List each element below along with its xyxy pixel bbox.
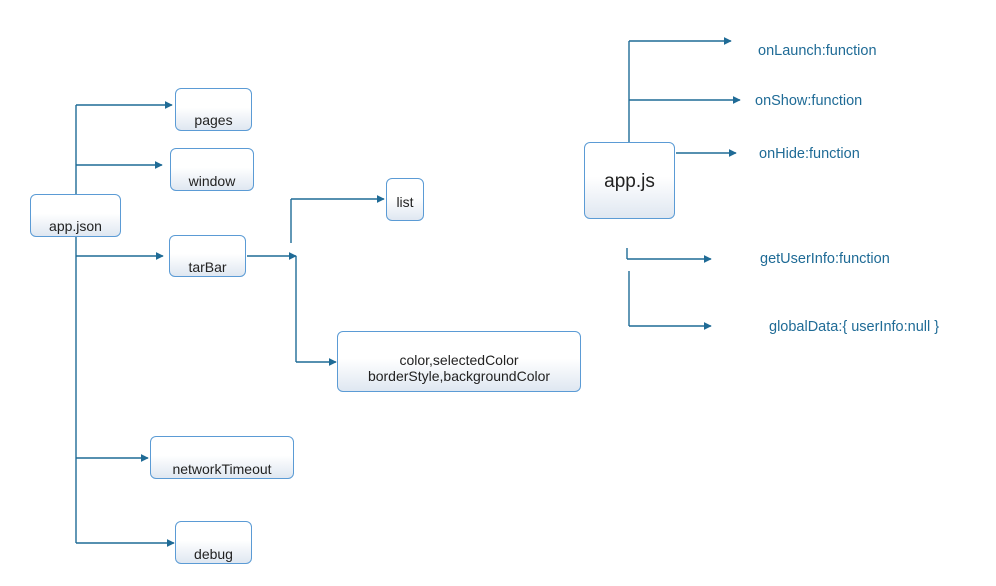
onshow-label: onShow:function — [755, 93, 863, 109]
app-js-node: app.js — [584, 142, 675, 219]
network-timeout-node: networkTimeout — [150, 436, 294, 479]
app-json-node: app.json — [30, 194, 121, 237]
window-label: window — [188, 173, 236, 189]
tabbar-label: tarBar — [188, 259, 227, 275]
style-props-line1: color,selectedColor — [399, 352, 519, 368]
list-label: list — [396, 194, 414, 210]
pages-node: pages — [175, 88, 252, 131]
globaldata-label: globalData:{ userInfo:null } — [769, 319, 940, 335]
getuserinfo-label: getUserInfo:function — [760, 251, 890, 267]
tabbar-node: tarBar — [169, 235, 246, 277]
onhide-label: onHide:function — [759, 146, 860, 162]
style-props-node: color,selectedColor borderStyle,backgrou… — [337, 331, 581, 392]
app-json-label: app.json — [49, 218, 102, 234]
window-node: window — [170, 148, 254, 191]
list-node: list — [386, 178, 424, 221]
debug-node: debug — [175, 521, 252, 564]
network-timeout-label: networkTimeout — [172, 461, 272, 477]
pages-label: pages — [194, 112, 233, 128]
onlaunch-label: onLaunch:function — [758, 43, 877, 59]
app-js-label: app.js — [604, 171, 655, 192]
debug-label: debug — [194, 546, 233, 562]
style-props-line2: borderStyle,backgroundColor — [367, 368, 551, 385]
